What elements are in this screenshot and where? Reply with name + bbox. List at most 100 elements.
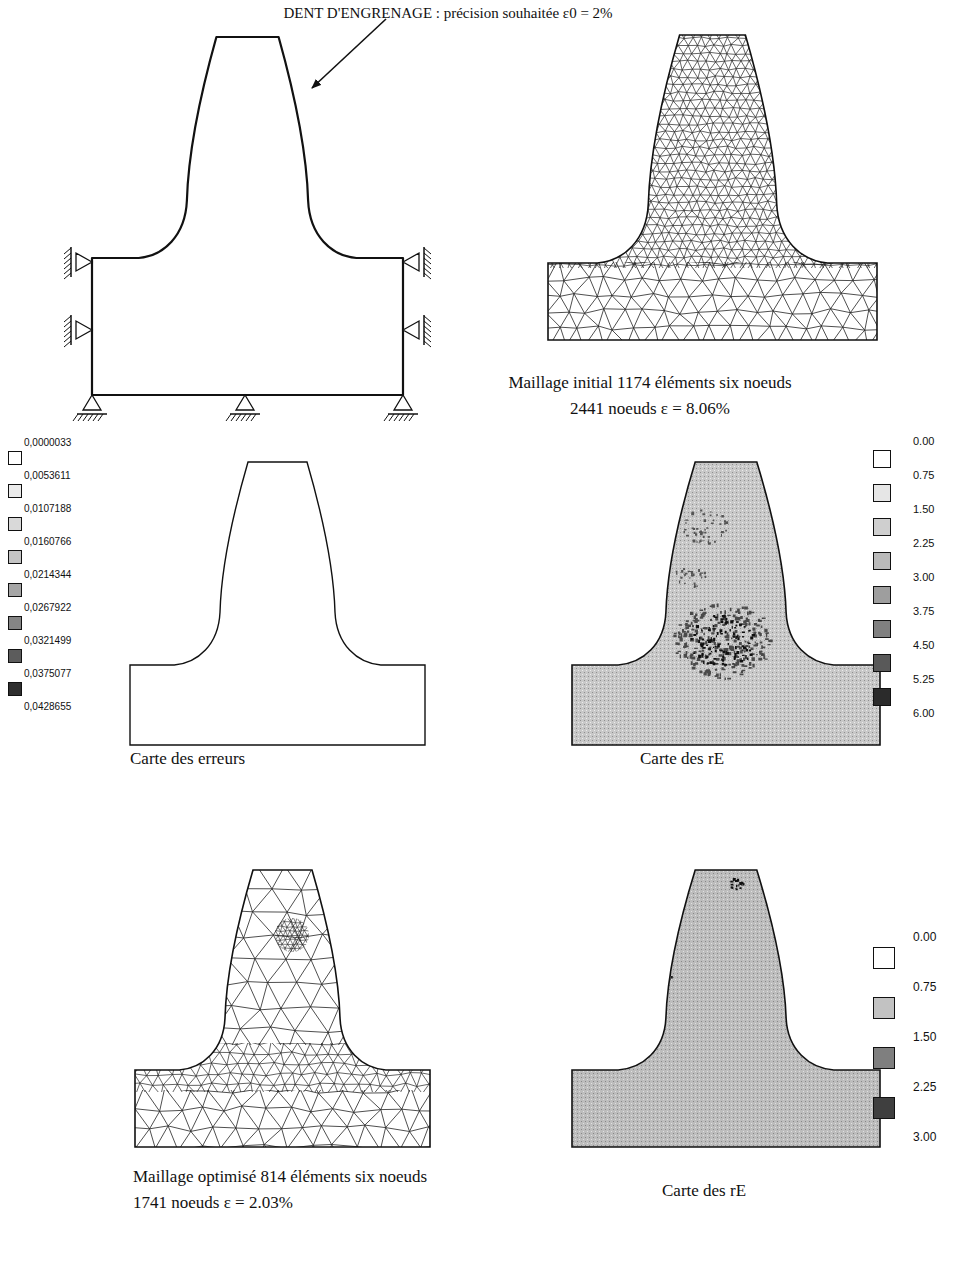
map-outline: [130, 462, 425, 745]
speckle: [691, 615, 755, 666]
legend-swatch: [8, 616, 22, 630]
legend-swatch: [873, 1097, 895, 1119]
speckle: [676, 568, 707, 588]
legend-swatch: [873, 620, 891, 638]
map-caption: Carte des rE: [662, 1180, 746, 1202]
legend-value: 2.25: [913, 536, 934, 550]
mesh-lines: [548, 30, 877, 268]
legend-swatch: [8, 484, 22, 498]
map-caption: Carte des rE: [640, 748, 724, 770]
map-caption: Carte des erreurs: [130, 748, 245, 770]
map-ground: [130, 462, 425, 745]
legend-swatch: [8, 517, 22, 531]
legend-value-slot: 0,0214344: [24, 568, 71, 581]
legend-value-slot: 0.00: [913, 434, 934, 448]
legend-value: 0.75: [913, 468, 934, 482]
legend-swatch: [873, 586, 891, 604]
tooth-outline: [92, 37, 403, 395]
mesh-region: [135, 1043, 430, 1092]
legend-value-slot: 2.25: [913, 1080, 936, 1095]
mesh-region: [548, 262, 877, 341]
pointer-arrow: [312, 19, 386, 88]
mesh-caption-slot: Maillage optimisé 814 éléments six noeud…: [133, 1164, 434, 1216]
legend-value: 1.50: [913, 1030, 936, 1045]
legend-value: 0,0267922: [24, 601, 71, 614]
mesh-region: [135, 1090, 430, 1148]
legend-value-slot: 2.25: [913, 536, 934, 550]
speckle-group: [730, 878, 744, 890]
support-hatch: [226, 414, 256, 421]
mesh-caption-slot: Maillage initial 1174 éléments six noeud…: [505, 370, 795, 422]
legend-value-slot: 6.00: [913, 706, 934, 720]
legend-value: 0.75: [913, 980, 936, 995]
legend-swatch: [8, 583, 22, 597]
legend-value-slot: 3.75: [913, 604, 934, 618]
legend-swatch: [873, 552, 891, 570]
support-wall: [423, 247, 425, 277]
mesh-region: [548, 30, 877, 268]
speckle: [673, 604, 772, 681]
support-hatch: [424, 248, 431, 279]
legend-value: 0,0214344: [24, 568, 71, 581]
support-pin: [76, 321, 92, 339]
map-caption-slot: Carte des rE: [640, 748, 724, 770]
legend-value-slot: 0,0053611: [24, 469, 71, 482]
legend-value: 0,0321499: [24, 634, 71, 647]
legend-value-slot: 0,0375077: [24, 667, 71, 680]
speckle: [359, 517, 369, 525]
map-outline: [572, 462, 880, 745]
legend-value: 0,0375077: [24, 667, 71, 680]
support-hatch: [64, 316, 71, 347]
mesh-lines: [269, 913, 318, 958]
legend-value-slot: 0,0000033: [24, 436, 71, 449]
mesh-lines: [135, 865, 430, 1045]
map-outline: [572, 870, 880, 1147]
mesh-caption: Maillage optimisé 814 éléments six noeud…: [133, 1164, 434, 1216]
legend-value: 1.50: [913, 502, 934, 516]
legend-value-slot: 1.50: [913, 502, 934, 516]
legend-swatch: [873, 997, 895, 1019]
legend-value: 0,0000033: [24, 436, 71, 449]
mesh-lines: [548, 262, 877, 341]
support-pin: [76, 253, 92, 271]
support-wall: [70, 247, 72, 277]
speckle: [730, 878, 744, 890]
legend-value-slot: 3.00: [913, 570, 934, 584]
support-pin: [403, 253, 419, 271]
legend-value-slot: 0.75: [913, 468, 934, 482]
speckle-group: [591, 1035, 607, 1046]
legend-value: 0,0053611: [24, 469, 71, 482]
support-wall: [70, 315, 72, 345]
support-hatch: [73, 414, 103, 421]
legend-value: 2.25: [913, 1080, 936, 1095]
mesh-caption: Maillage initial 1174 éléments six noeud…: [505, 370, 795, 422]
mesh-region: [135, 865, 430, 1045]
legend-swatch: [873, 654, 891, 672]
legend-swatch: [873, 450, 891, 468]
legend-value-slot: 0,0107188: [24, 502, 71, 515]
legend-value-slot: 0,0160766: [24, 535, 71, 548]
speckle-group: [673, 604, 772, 681]
support-pin: [394, 395, 412, 410]
map-caption-slot: Carte des erreurs: [130, 748, 245, 770]
legend-value-slot: 0,0428655: [24, 700, 71, 713]
support-hatch: [384, 414, 414, 421]
legend-value: 0,0107188: [24, 502, 71, 515]
legend-value: 0,0160766: [24, 535, 71, 548]
legend-value-slot: 0,0267922: [24, 601, 71, 614]
legend-value-slot: 0.00: [913, 930, 936, 945]
legend-value: 0.00: [913, 434, 934, 448]
legend-value: 3.75: [913, 604, 934, 618]
legend-value: 3.00: [913, 1130, 936, 1145]
map-ground: [572, 870, 880, 1147]
legend-swatch: [8, 550, 22, 564]
mesh-group: [526, 243, 920, 364]
map-ground: [572, 462, 880, 745]
figure-title-slot: DENT D'ENGRENAGE : précision souhaitée ε…: [0, 3, 896, 23]
legend-swatch: [8, 451, 22, 465]
legend-swatch: [873, 1047, 895, 1069]
mesh-group: [538, 21, 897, 282]
legend-swatch: [873, 688, 891, 706]
legend-swatch: [8, 682, 22, 696]
legend-value: 0,0428655: [24, 700, 71, 713]
